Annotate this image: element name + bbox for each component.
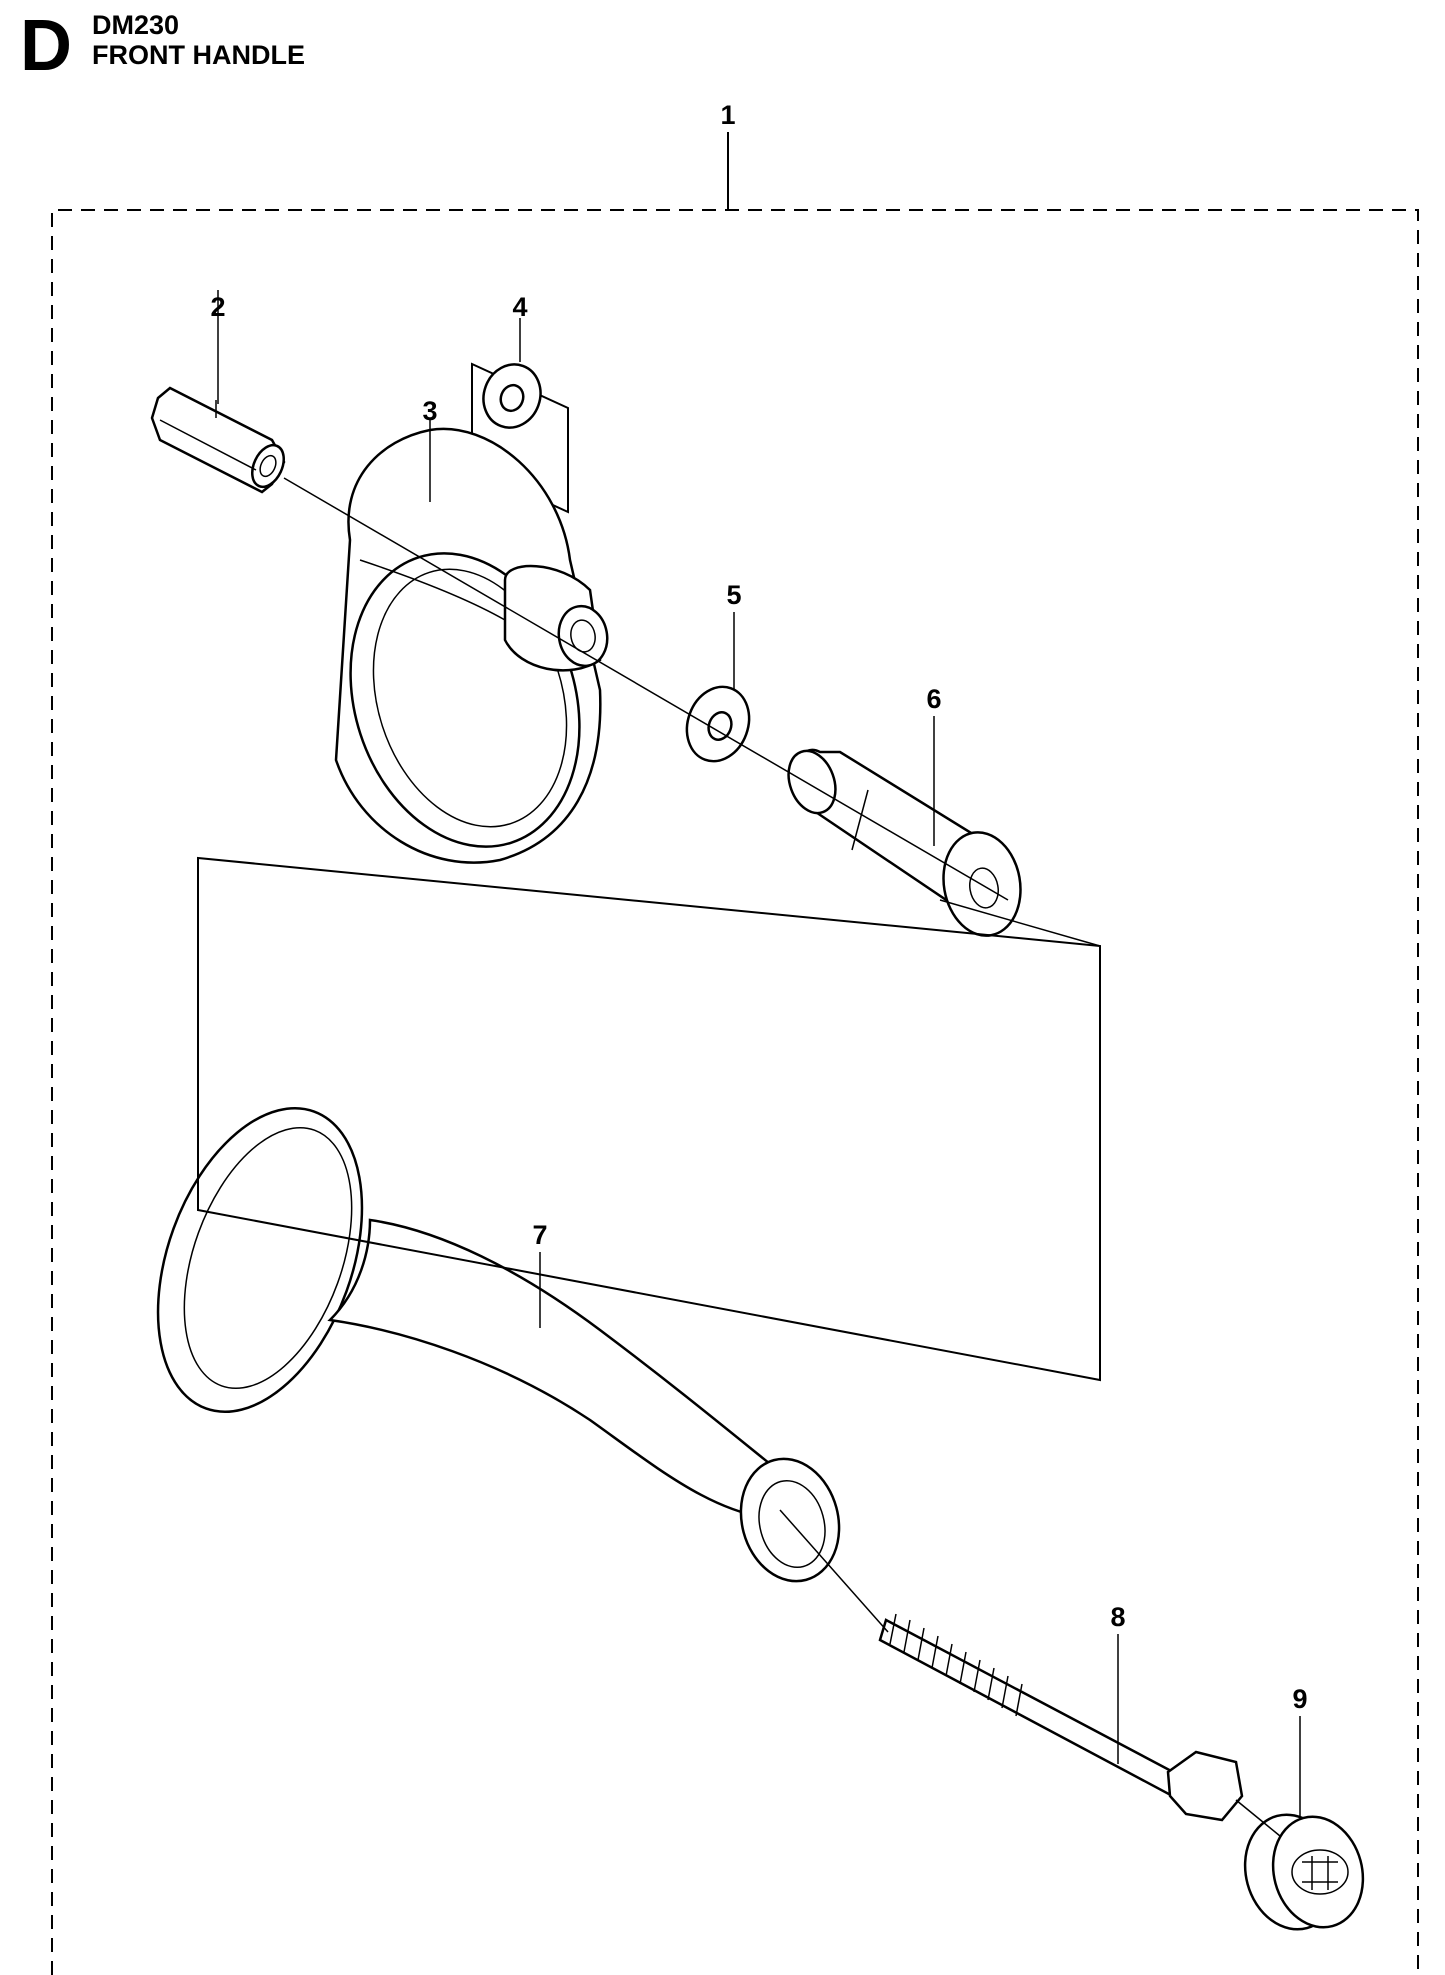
- callout-7: 7: [532, 1220, 547, 1250]
- callout-3: 3: [422, 396, 437, 426]
- page-title: FRONT HANDLE: [92, 40, 305, 70]
- section-letter: D: [20, 6, 72, 86]
- part-9-end-cap: [1243, 1813, 1365, 1931]
- part-8-bolt: [878, 1613, 1244, 1822]
- callout-6: 6: [926, 684, 941, 714]
- callout-1: 1: [720, 100, 735, 130]
- callout-4: 4: [512, 292, 527, 322]
- part-3-clamp-ring: [334, 427, 609, 864]
- part-6-sleeve: [787, 748, 1022, 937]
- callout-labels: 1 2 3 4 5 6 7 8 9: [210, 100, 1307, 1714]
- centerlines: [283, 477, 1281, 1837]
- callout-5: 5: [726, 580, 741, 610]
- assembly-frame: [197, 856, 1101, 1382]
- callout-2: 2: [210, 292, 225, 322]
- callout-9: 9: [1292, 1684, 1307, 1714]
- part-5-washer: [685, 685, 751, 763]
- part-2-hex-spacer: [150, 386, 286, 494]
- callout-8: 8: [1110, 1602, 1125, 1632]
- part-7-handle-grip: [156, 1106, 841, 1583]
- assembly-boundary: [51, 132, 1419, 1975]
- leader-lines: [217, 290, 1301, 1818]
- model-number: DM230: [92, 10, 180, 40]
